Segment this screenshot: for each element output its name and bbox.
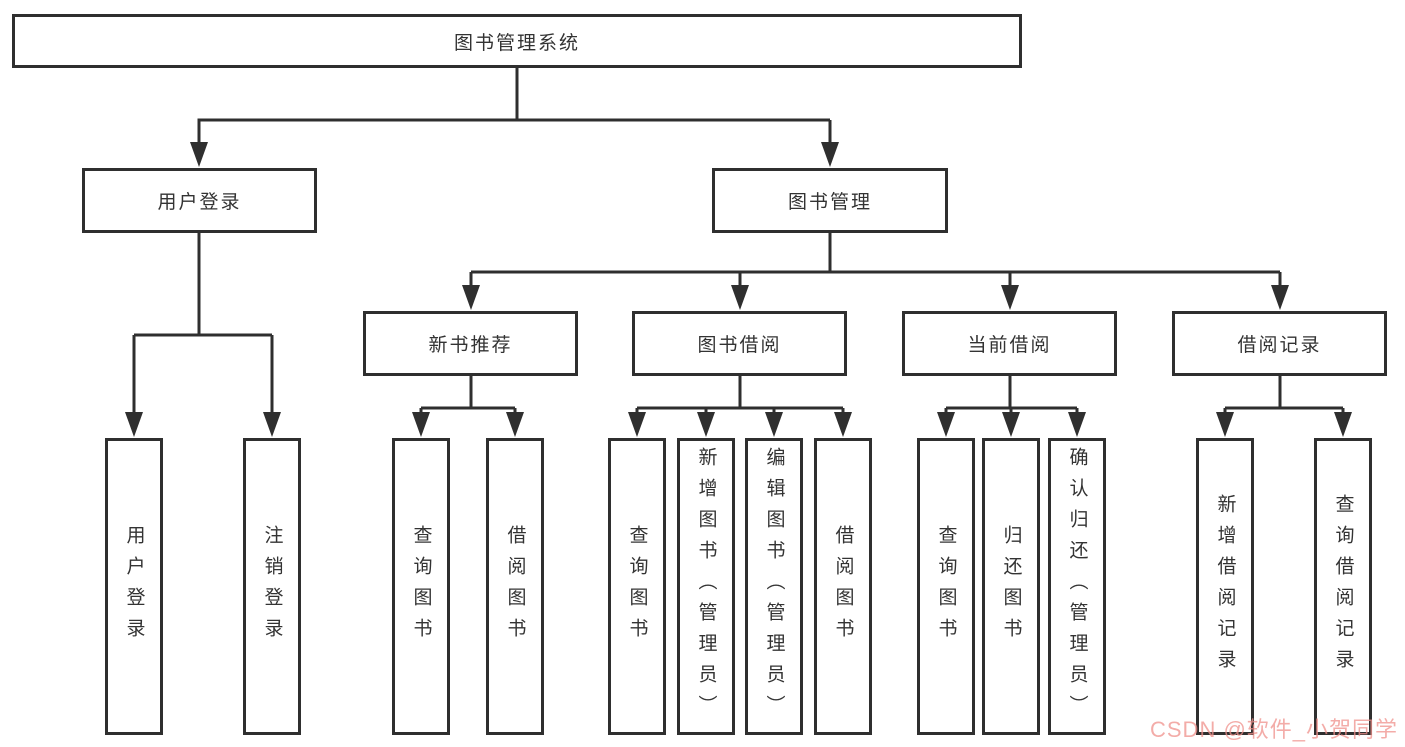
- leaf-edit-books-admin-label: 编辑图书（管理员）: [763, 447, 785, 726]
- leaf-add-books-admin-label: 新增图书（管理员）: [695, 447, 717, 726]
- node-borrowing-records-label: 借阅记录: [1237, 335, 1322, 356]
- leaf-query-books-borrow-label: 查询图书: [626, 524, 648, 649]
- leaf-add-borrow-record-label: 新增借阅记录: [1214, 493, 1236, 680]
- leaf-query-books-current: 查询图书: [917, 438, 975, 735]
- csdn-watermark: CSDN @软件_小贺同学: [1150, 717, 1399, 742]
- node-root-system: 图书管理系统: [12, 14, 1022, 68]
- node-root-label: 图书管理系统: [453, 32, 580, 54]
- node-user-login: 用户登录: [82, 168, 317, 233]
- leaf-user-login: 用户登录: [105, 438, 163, 735]
- leaf-query-borrow-record: 查询借阅记录: [1314, 438, 1372, 735]
- leaf-borrow-books-label: 借阅图书: [832, 524, 854, 649]
- leaf-query-books-current-label: 查询图书: [935, 524, 957, 649]
- node-borrowing-records: 借阅记录: [1172, 311, 1387, 376]
- leaf-query-books-borrow: 查询图书: [608, 438, 666, 735]
- leaf-add-books-admin: 新增图书（管理员）: [677, 438, 735, 735]
- leaf-edit-books-admin: 编辑图书（管理员）: [745, 438, 803, 735]
- leaf-return-books: 归还图书: [982, 438, 1040, 735]
- leaf-borrow-books: 借阅图书: [814, 438, 872, 735]
- node-new-book-recommend: 新书推荐: [363, 311, 578, 376]
- leaf-query-books-recommend-label: 查询图书: [410, 524, 432, 649]
- leaf-return-books-label: 归还图书: [1000, 524, 1022, 649]
- leaf-borrow-books-recommend: 借阅图书: [486, 438, 544, 735]
- node-book-borrowing: 图书借阅: [632, 311, 847, 376]
- leaf-query-books-recommend: 查询图书: [392, 438, 450, 735]
- leaf-logout-label: 注销登录: [261, 524, 283, 649]
- leaf-add-borrow-record: 新增借阅记录: [1196, 438, 1254, 735]
- leaf-confirm-return-admin-label: 确认归还（管理员）: [1066, 447, 1088, 726]
- node-current-borrowing: 当前借阅: [902, 311, 1117, 376]
- node-book-management-label: 图书管理: [787, 192, 872, 213]
- leaf-query-borrow-record-label: 查询借阅记录: [1332, 493, 1354, 680]
- leaf-logout: 注销登录: [243, 438, 301, 735]
- node-book-borrowing-label: 图书借阅: [697, 335, 782, 356]
- leaf-confirm-return-admin: 确认归还（管理员）: [1048, 438, 1106, 735]
- node-new-book-recommend-label: 新书推荐: [428, 335, 513, 356]
- leaf-user-login-label: 用户登录: [123, 524, 145, 649]
- leaf-borrow-books-recommend-label: 借阅图书: [504, 524, 526, 649]
- node-current-borrowing-label: 当前借阅: [967, 335, 1052, 356]
- node-user-login-label: 用户登录: [157, 192, 242, 213]
- node-book-management: 图书管理: [712, 168, 948, 233]
